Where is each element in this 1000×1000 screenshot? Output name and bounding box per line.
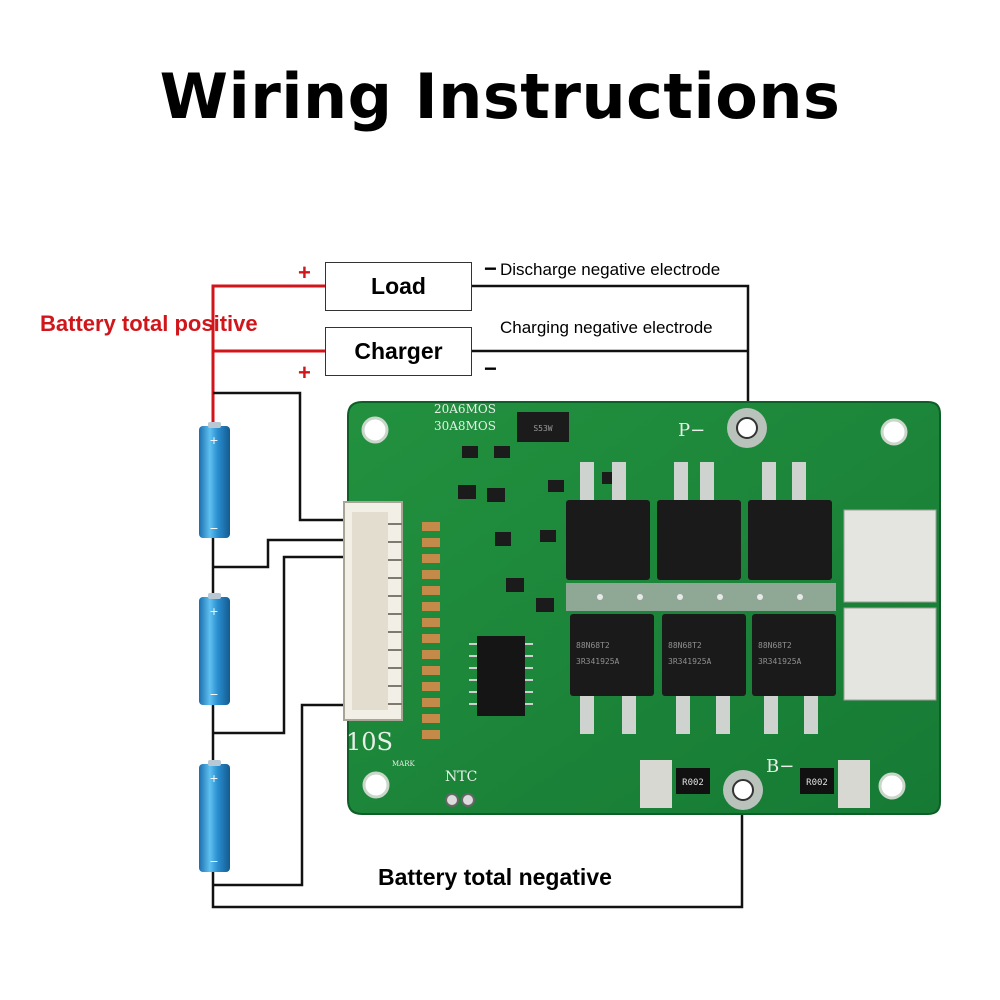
sense-wire-4	[213, 703, 345, 887]
signal-wires	[211, 284, 750, 909]
sense-wire-1	[213, 391, 345, 522]
cell-count-label: 10S	[346, 728, 393, 756]
copper-pads	[640, 509, 937, 808]
battery-total-negative-label: Battery total negative	[378, 864, 612, 890]
discharge-negative-label: Discharge negative electrode	[500, 260, 721, 279]
mosfet-code-a-3: 88N68T2	[758, 641, 792, 650]
balance-resistors	[422, 522, 440, 739]
battery-cell-2: + −	[199, 593, 230, 705]
sense-wire-2	[213, 538, 345, 569]
battery-negative-wire	[211, 790, 744, 909]
shunt-code-2: R002	[806, 778, 828, 788]
load-plus-sign: +	[298, 260, 311, 285]
mos-rating-line-1: 20A6MOS	[434, 402, 496, 416]
shunt-resistors: R002 R002	[676, 768, 834, 794]
p-minus-label: P−	[678, 420, 705, 441]
charger-label: Charger	[354, 338, 443, 364]
mosfet-code-b-2: 3R341925A	[668, 657, 712, 666]
ntc-label: NTC	[445, 769, 477, 785]
battery-cell-1: + −	[199, 422, 230, 538]
charging-negative-label: Charging negative electrode	[500, 318, 713, 337]
mos-rating-line-2: 30A8MOS	[434, 419, 496, 433]
page-title: Wiring Instructions	[159, 60, 841, 133]
charger-minus-sign: −	[484, 356, 497, 381]
charger-box: Charger	[325, 327, 472, 376]
mosfet-code-b-1: 3R341925A	[576, 657, 620, 666]
mosfet-markings: 88N68T2 3R341925A 88N68T2 3R341925A 88N6…	[576, 641, 802, 666]
svg-text:−: −	[209, 688, 218, 701]
svg-text:−: −	[209, 855, 218, 868]
charger-plus-sign: +	[298, 360, 311, 385]
small-ic-code: S53W	[533, 424, 552, 433]
positive-wires	[211, 284, 325, 428]
battery-cell-3: + −	[199, 760, 230, 872]
mosfet-code-b-3: 3R341925A	[758, 657, 802, 666]
shunt-code-1: R002	[682, 778, 704, 788]
load-minus-sign: −	[484, 256, 497, 281]
mark-label: MARK	[392, 760, 415, 768]
mosfet-code-a-1: 88N68T2	[576, 641, 610, 650]
ntc-pads	[445, 793, 475, 807]
svg-text:+: +	[209, 605, 218, 618]
bms-pcb-board: R002 R002 20A6MOS 30A8MOS P− B− NTC 10S …	[343, 401, 941, 815]
mosfet-code-a-2: 88N68T2	[668, 641, 702, 650]
p-minus-terminal	[727, 408, 767, 448]
load-negative-wire	[472, 284, 750, 408]
svg-text:−: −	[209, 522, 218, 535]
mounting-holes	[361, 416, 908, 800]
balance-connector	[343, 501, 403, 721]
load-label: Load	[371, 273, 426, 299]
load-box: Load	[325, 262, 472, 311]
load-positive-wire	[211, 284, 325, 428]
svg-text:+: +	[209, 434, 218, 447]
small-components	[458, 412, 618, 612]
b-minus-label: B−	[766, 756, 794, 777]
protection-ic	[469, 636, 533, 716]
sense-wire-3	[213, 555, 345, 735]
svg-text:+: +	[209, 772, 218, 785]
mosfet-array	[566, 462, 836, 734]
b-minus-terminal	[723, 770, 763, 810]
